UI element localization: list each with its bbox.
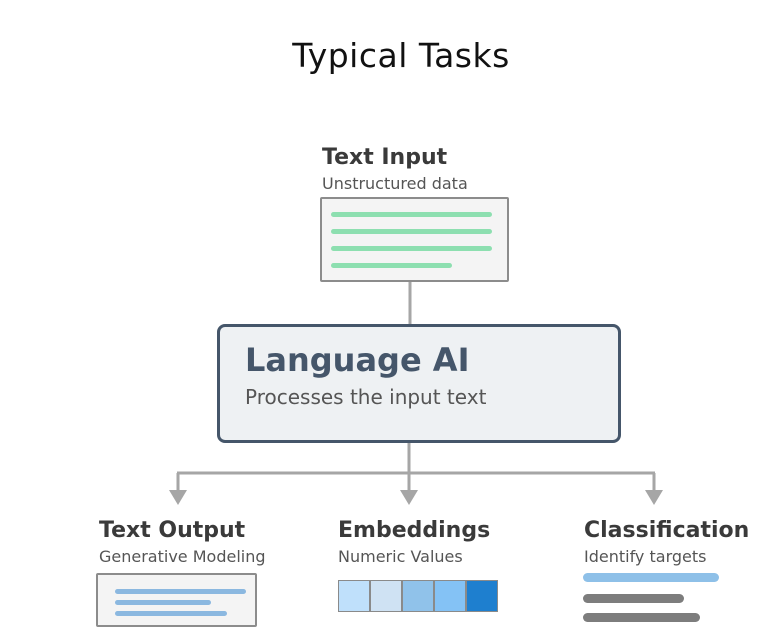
text-output-line [115,611,227,616]
embedding-cell [402,580,434,612]
embedding-cell [338,580,370,612]
embeddings-title: Embeddings [338,518,491,543]
text-input-line [331,212,492,217]
text-input-document [320,197,509,282]
classification-bar [583,594,684,603]
embedding-cell [370,580,402,612]
language-ai-box [217,324,621,443]
text-input-subtitle: Unstructured data [322,174,468,193]
arrowhead-classification [645,490,663,505]
classification-bar [583,613,700,622]
text-output-subtitle: Generative Modeling [99,547,266,566]
arrowhead-embeddings [400,490,418,505]
text-output-line [115,589,246,594]
language-ai-title: Language AI [245,341,470,379]
embedding-cell [434,580,466,612]
classification-subtitle: Identify targets [584,547,707,566]
arrowhead-text-output [169,490,187,505]
embeddings-subtitle: Numeric Values [338,547,463,566]
text-input-line [331,263,452,268]
text-output-title: Text Output [99,518,246,543]
language-ai-subtitle: Processes the input text [245,385,487,409]
text-output-document [96,573,257,627]
text-input-title: Text Input [322,145,448,170]
text-input-line [331,246,492,251]
diagram-title: Typical Tasks [292,36,510,75]
classification-title: Classification [584,518,750,543]
classification-bar [583,573,719,582]
text-input-line [331,229,492,234]
embedding-cell [466,580,498,612]
text-output-line [115,600,211,605]
